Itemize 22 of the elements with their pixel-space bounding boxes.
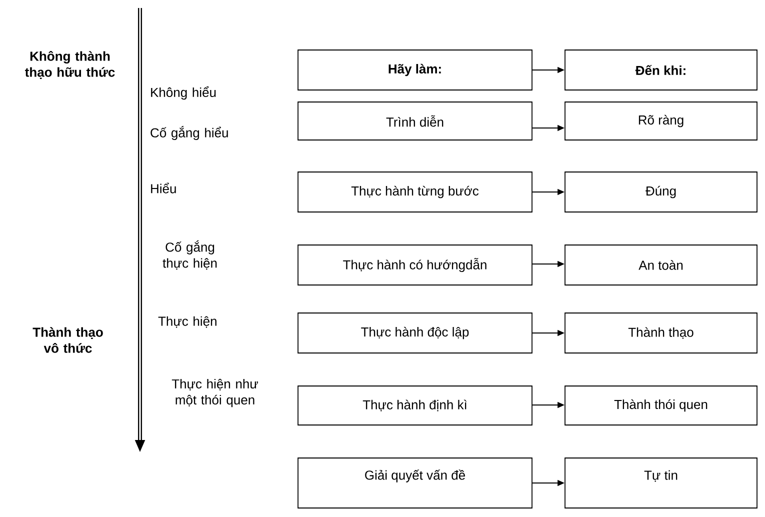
label-text: Thực hiện bbox=[158, 316, 216, 328]
step-box: An toàn bbox=[564, 244, 758, 286]
step-box: Tự tin bbox=[564, 458, 758, 508]
label-text: Cố gắng thực hiện bbox=[162, 240, 217, 270]
label-text: Không thành thạo hữu thức bbox=[25, 50, 115, 80]
step-box: Thực hành từng bước bbox=[298, 172, 532, 212]
step-box: Trình diễn bbox=[298, 102, 532, 140]
step-box: Thành thói quen bbox=[564, 386, 758, 426]
step-box: Thực hành định kì bbox=[298, 386, 532, 426]
label-text: Hiểu bbox=[151, 182, 176, 194]
step-box: Thực hành có hướngdẫn bbox=[298, 244, 532, 286]
label-text: Thực hiện như một thói quen bbox=[172, 378, 258, 408]
step-box: Rõ ràng bbox=[564, 102, 758, 140]
label-text: Thành thạo vô thức bbox=[32, 327, 103, 353]
label-text: Cố gắng hiểu bbox=[150, 126, 228, 140]
label-text: Không hiểu bbox=[151, 86, 216, 100]
step-box: Thực hành độc lập bbox=[298, 312, 532, 354]
step-box: Thành thạo bbox=[564, 312, 758, 354]
header-box: Hãy làm: bbox=[298, 50, 532, 90]
step-box: Giải quyết vấn đề bbox=[298, 458, 532, 508]
step-box: Đúng bbox=[564, 172, 758, 212]
header-box: Đến khi: bbox=[564, 50, 758, 90]
